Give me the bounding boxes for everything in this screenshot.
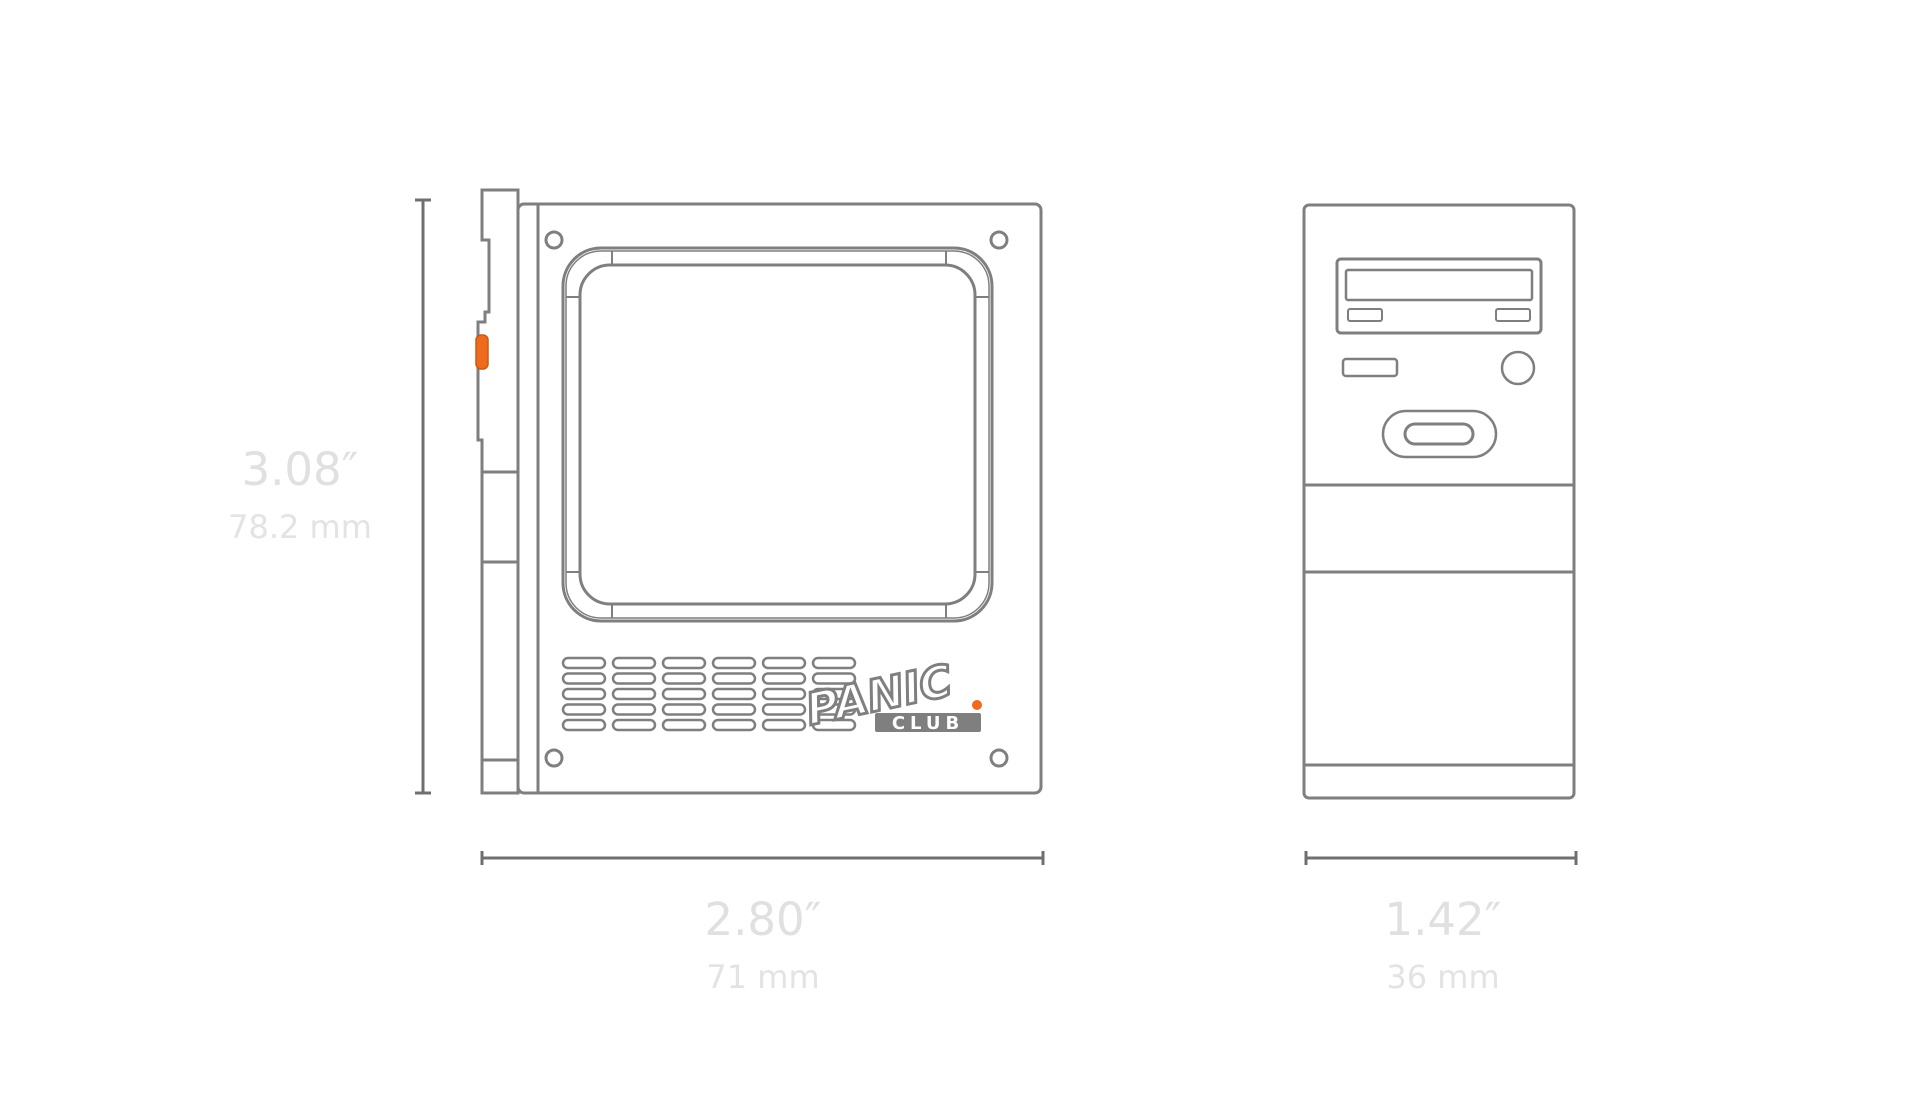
side-view — [1302, 203, 1576, 800]
side-button-orange — [475, 334, 489, 370]
screen-display — [578, 263, 977, 606]
speaker-grille — [561, 656, 857, 732]
speaker-slot — [611, 656, 657, 670]
speaker-slot — [761, 656, 807, 670]
front-body — [516, 202, 1043, 795]
usb-c-port — [1403, 422, 1475, 446]
depth-mm-label: 36 mm — [1386, 958, 1499, 996]
front-view — [475, 188, 1043, 795]
speaker-slot — [811, 687, 857, 701]
logo-club-box — [875, 713, 981, 732]
slot-tab-right — [1495, 308, 1531, 322]
speaker-slot — [811, 703, 857, 716]
side-strip — [476, 188, 520, 795]
screen-bezel-bevel — [566, 251, 989, 618]
speaker-slot — [711, 672, 757, 685]
screen-bezel — [561, 246, 994, 623]
speaker-slot — [811, 656, 857, 670]
speaker-slot — [661, 718, 707, 732]
logo-accent-dot — [972, 700, 982, 710]
height-inches-label: 3.08″ — [241, 443, 358, 496]
screw-hole-top-left — [544, 230, 564, 250]
screw-hole-top-right — [989, 230, 1009, 250]
speaker-slot — [611, 687, 657, 701]
screen-bezel-inner — [565, 250, 990, 619]
side-round-button — [1500, 350, 1536, 386]
speaker-slot — [561, 656, 607, 670]
usb-c-port-outline — [1381, 409, 1498, 459]
speaker-slot — [611, 703, 657, 716]
screw-hole-bottom-left — [544, 748, 564, 768]
width-inches-label: 2.80″ — [704, 893, 821, 946]
speaker-slot — [811, 718, 857, 732]
cartridge-slot — [1335, 257, 1543, 335]
speaker-slot — [811, 672, 857, 685]
speaker-slot — [661, 672, 707, 685]
speaker-slot — [761, 687, 807, 701]
panic-club-logo: PANIC CLUB — [800, 654, 982, 737]
speaker-slot — [761, 703, 807, 716]
speaker-slot — [711, 687, 757, 701]
cartridge-slot-opening — [1344, 268, 1534, 302]
speaker-slot — [711, 718, 757, 732]
speaker-slot — [561, 672, 607, 685]
width-mm-label: 71 mm — [706, 958, 819, 996]
logo-club-text: CLUB — [892, 713, 964, 734]
speaker-slot — [661, 687, 707, 701]
speaker-slot — [611, 672, 657, 685]
speaker-slot — [711, 703, 757, 716]
speaker-slot — [611, 718, 657, 732]
speaker-slot — [711, 656, 757, 670]
speaker-slot — [661, 656, 707, 670]
screw-hole-bottom-right — [989, 748, 1009, 768]
speaker-slot — [561, 718, 607, 732]
speaker-slot — [561, 687, 607, 701]
side-port-small — [1341, 357, 1399, 378]
speaker-slot — [561, 703, 607, 716]
height-dimension: 3.08″ 78.2 mm — [228, 198, 431, 795]
slot-tab-left — [1347, 308, 1383, 322]
height-mm-label: 78.2 mm — [228, 508, 372, 546]
width-dimension: 2.80″ 71 mm — [480, 851, 1045, 996]
speaker-slot — [761, 718, 807, 732]
speaker-slot — [661, 703, 707, 716]
speaker-slot — [761, 672, 807, 685]
depth-inches-label: 1.42″ — [1384, 893, 1501, 946]
depth-dimension: 1.42″ 36 mm — [1304, 851, 1578, 996]
side-body — [1302, 203, 1576, 800]
